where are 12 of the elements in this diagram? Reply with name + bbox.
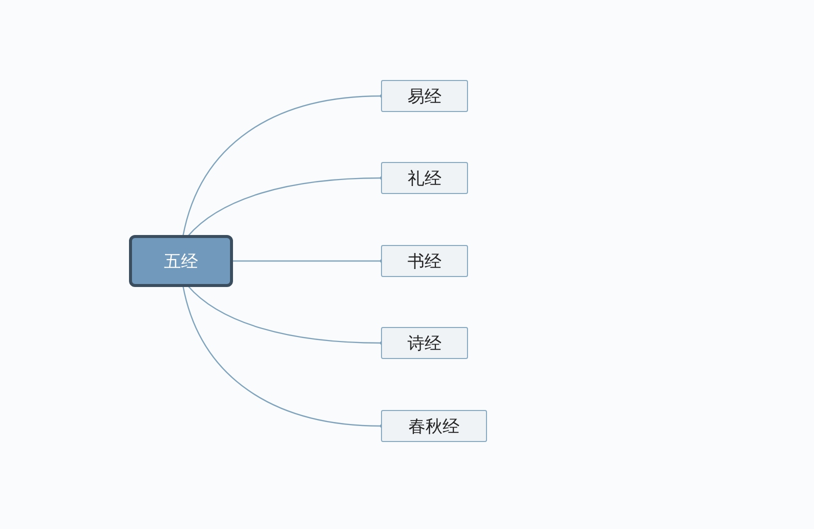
topic-text: 五经 — [164, 250, 198, 272]
topic-text: 礼经 — [408, 168, 442, 190]
central-topic-box — [129, 235, 233, 287]
topic-text: 易经 — [408, 86, 442, 108]
topic-box — [381, 410, 487, 442]
topic-box — [381, 80, 468, 112]
topic-text: 书经 — [408, 250, 442, 272]
topic-box — [381, 327, 468, 359]
topic-text: 春秋经 — [408, 416, 460, 438]
topic-text: 诗经 — [408, 332, 442, 354]
topic-box — [381, 162, 468, 194]
topic-box — [381, 245, 468, 277]
